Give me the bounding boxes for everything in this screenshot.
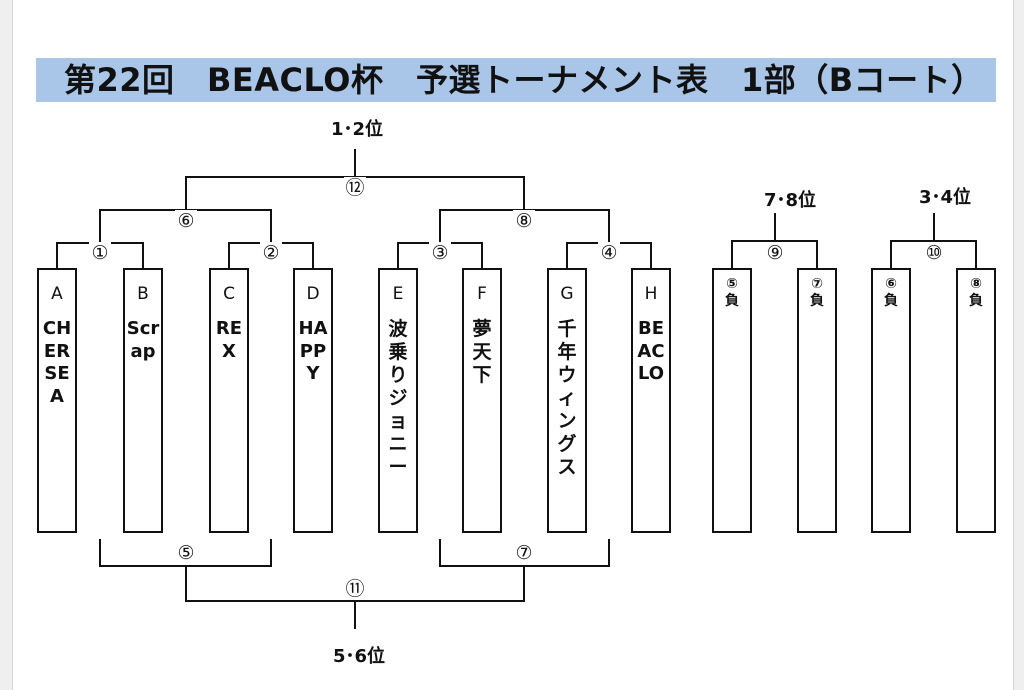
team-box-g: G 千年ウィングス bbox=[547, 268, 587, 533]
title-bar bbox=[36, 58, 996, 102]
team-letter: H bbox=[644, 284, 658, 304]
place-label-3-4: 3･4位 bbox=[918, 187, 972, 208]
slot-result: 負 bbox=[969, 293, 983, 309]
team-name: REX bbox=[215, 318, 243, 362]
team-name: 夢天下 bbox=[472, 318, 492, 386]
team-letter: G bbox=[560, 284, 574, 304]
match-number-8: ⑧ bbox=[513, 210, 535, 232]
match-number-12: ⑫ bbox=[344, 177, 366, 199]
match-number-6: ⑥ bbox=[175, 210, 197, 232]
team-name: CHERSEA bbox=[42, 318, 72, 407]
match-number-10: ⑩ bbox=[923, 242, 945, 264]
match-number-3: ③ bbox=[429, 242, 451, 264]
match-number-5: ⑤ bbox=[175, 542, 197, 564]
team-letter: E bbox=[392, 284, 404, 304]
team-name: 波乗りジョニー bbox=[388, 318, 408, 478]
page-title: 第22回 BEACLO杯 予選トーナメント表 1部（Bコート） bbox=[64, 61, 984, 99]
place-label-1-2: 1･2位 bbox=[330, 119, 384, 140]
team-name: Scrap bbox=[126, 318, 160, 362]
slot-result: 負 bbox=[884, 293, 898, 309]
team-letter: F bbox=[477, 284, 487, 304]
match-number-7: ⑦ bbox=[513, 542, 535, 564]
team-box-b: B Scrap bbox=[123, 268, 163, 533]
slot-ref: ⑥ bbox=[885, 276, 897, 292]
team-box-a: A CHERSEA bbox=[37, 268, 77, 533]
place-label-7-8: 7･8位 bbox=[763, 190, 817, 211]
team-name: 千年ウィングス bbox=[557, 318, 577, 478]
match-number-11: ⑪ bbox=[344, 578, 366, 600]
team-letter: D bbox=[306, 284, 320, 304]
slot-result: 負 bbox=[725, 293, 739, 309]
slot-ref: ⑧ bbox=[970, 276, 982, 292]
slot-ref: ⑤ bbox=[726, 276, 738, 292]
team-box-h: H BEACLO bbox=[631, 268, 671, 533]
team-box-e: E 波乗りジョニー bbox=[378, 268, 418, 533]
team-box-d: D HAPPY bbox=[293, 268, 333, 533]
match-number-1: ① bbox=[89, 242, 111, 264]
team-name: HAPPY bbox=[298, 318, 328, 384]
slot-ref: ⑦ bbox=[811, 276, 823, 292]
team-box-c: C REX bbox=[209, 268, 249, 533]
match-number-4: ④ bbox=[598, 242, 620, 264]
match-number-2: ② bbox=[260, 242, 282, 264]
team-name: BEACLO bbox=[637, 318, 665, 384]
slot-result: 負 bbox=[810, 293, 824, 309]
team-letter: B bbox=[137, 284, 149, 304]
match-number-9: ⑨ bbox=[764, 242, 786, 264]
team-box-f: F 夢天下 bbox=[462, 268, 502, 533]
place-label-5-6: 5･6位 bbox=[332, 646, 386, 667]
tournament-sheet bbox=[12, 0, 1014, 690]
team-letter: C bbox=[223, 284, 235, 304]
team-letter: A bbox=[51, 284, 63, 304]
